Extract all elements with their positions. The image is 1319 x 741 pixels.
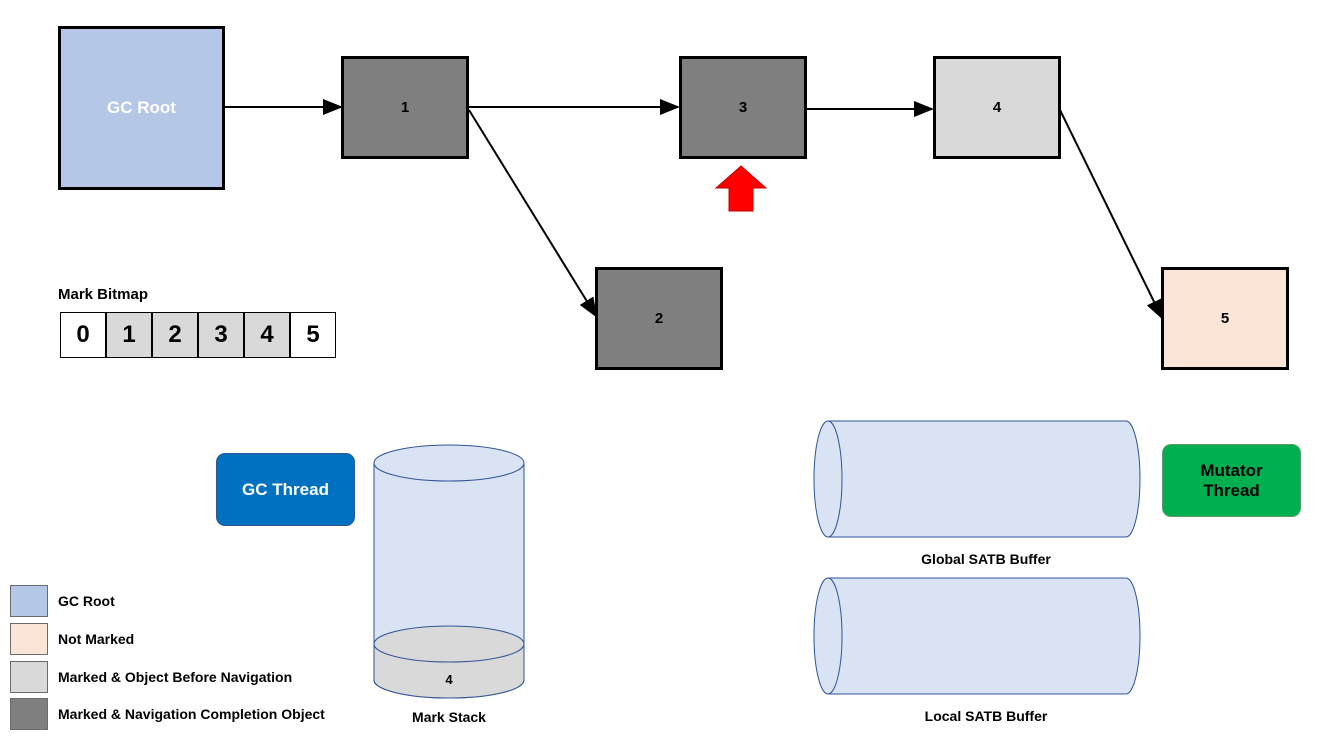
legend-label-marked-complete: Marked & Navigation Completion Object [58,706,325,722]
object-node-2: 2 [595,267,723,370]
bitmap-cell-4: 4 [244,312,290,358]
legend-swatch-not-marked [10,623,48,655]
gc-root-node: GC Root [58,26,225,190]
bitmap-cell-5: 5 [290,312,336,358]
current-pointer-arrow [714,165,768,212]
legend-label-gc-root: GC Root [58,593,115,609]
object-node-3: 3 [679,56,807,159]
legend-label-marked-before: Marked & Object Before Navigation [58,669,293,685]
global-satb-buffer-shape [813,420,1141,538]
mutator-thread-box: Mutator Thread [1162,444,1301,517]
mark-stack-label: Mark Stack [412,709,486,725]
bitmap-cell-2: 2 [152,312,198,358]
object-node-4: 4 [933,56,1061,159]
local-satb-buffer-label: Local SATB Buffer [924,708,1048,724]
mark-stack-cylinder [373,444,525,699]
legend-label-not-marked: Not Marked [58,631,135,647]
local-satb-buffer-shape [813,577,1141,695]
mark-bitmap-title: Mark Bitmap [58,286,149,303]
bitmap-cell-3: 3 [198,312,244,358]
edge-4-5 [1059,109,1163,320]
mark-stack-item: 4 [445,672,453,687]
bitmap-cell-1: 1 [106,312,152,358]
object-node-5: 5 [1161,267,1289,370]
object-node-1: 1 [341,56,469,159]
bitmap-cell-0: 0 [60,312,106,358]
global-satb-buffer-label: Global SATB Buffer [921,551,1051,567]
legend-swatch-gc-root [10,585,48,617]
edge-1-2 [468,109,598,318]
legend-swatch-marked-complete [10,698,48,730]
gc-thread-box: GC Thread [216,453,355,526]
legend-swatch-marked-before [10,661,48,693]
